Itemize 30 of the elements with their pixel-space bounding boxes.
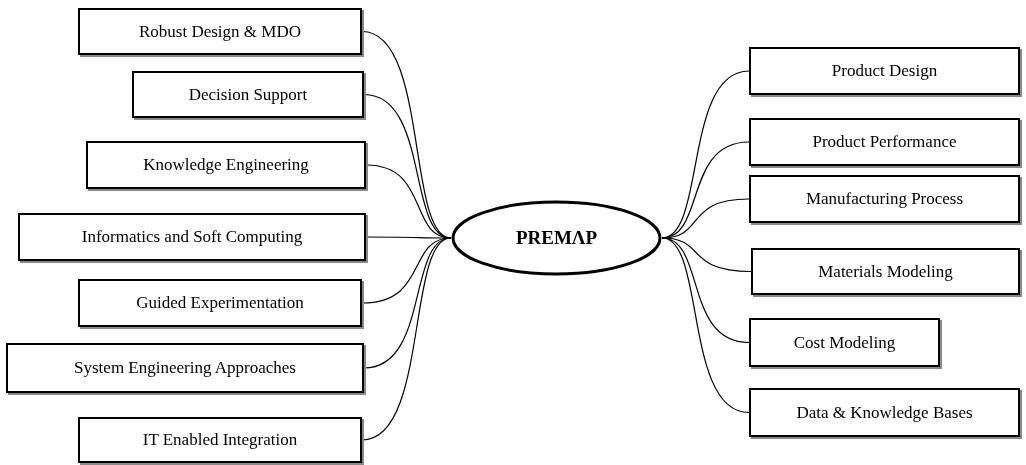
topic-label: IT Enabled Integration [142, 430, 298, 450]
topic-label: Data & Knowledge Bases [796, 402, 973, 423]
topic-box [751, 248, 1020, 295]
topic-label: System Engineering Approaches [74, 358, 296, 378]
topic-label: Guided Experimentation [136, 293, 304, 313]
connector-curve [365, 236, 452, 239]
topic-box [78, 279, 362, 327]
topic-box [18, 213, 366, 261]
topic-label: Robust Design & MDO [139, 21, 301, 42]
topic-box [749, 47, 1020, 95]
central-title: PREMΛP [515, 227, 598, 249]
topic-label: Decision Support [188, 84, 308, 105]
topic-label: Knowledge Engineering [143, 155, 309, 175]
connector-curve [661, 237, 750, 344]
topic-label: Product Design [831, 61, 938, 81]
topic-box [78, 417, 362, 463]
topic-box [749, 318, 940, 367]
topic-box [6, 343, 364, 393]
central-ellipse [451, 200, 662, 276]
topic-box [132, 71, 364, 118]
topic-box [749, 388, 1020, 437]
topic-box [749, 175, 1020, 223]
topic-label: Informatics and Soft Computing [81, 227, 303, 247]
topic-box [86, 141, 366, 189]
topic-label: Cost Modeling [793, 332, 896, 353]
topic-label: Product Performance [812, 132, 957, 152]
topic-label: Manufacturing Process [805, 189, 964, 209]
topic-label: Materials Modeling [818, 261, 953, 282]
topic-box [78, 8, 362, 55]
topic-box [749, 118, 1020, 166]
